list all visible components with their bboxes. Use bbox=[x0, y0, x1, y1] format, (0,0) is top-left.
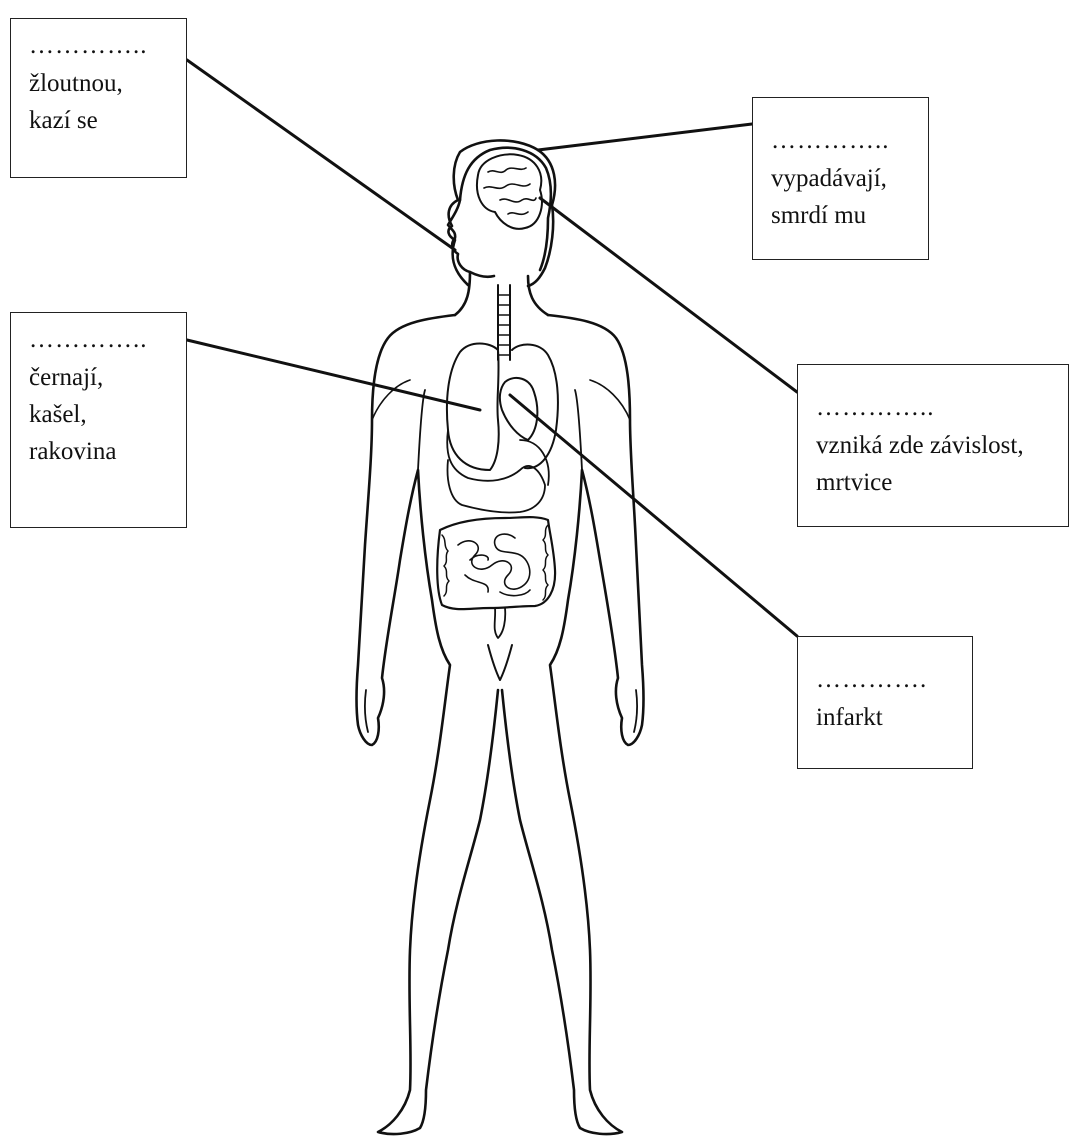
answer-blank: ………….. bbox=[29, 329, 186, 351]
body-outline-left bbox=[357, 315, 499, 1134]
label-text-line: mrtvice bbox=[816, 464, 1068, 501]
label-box-teeth: ………….. žloutnou, kazí se bbox=[10, 18, 187, 178]
small-intestine bbox=[458, 534, 530, 596]
label-text-line: žloutnou, bbox=[29, 65, 186, 102]
label-text-line: černají, bbox=[29, 359, 186, 396]
answer-blank: ………….. bbox=[771, 130, 928, 152]
label-box-brain: ………….. vzniká zde závislost, mrtvice bbox=[797, 364, 1069, 527]
answer-blank: ………….. bbox=[816, 397, 1068, 419]
label-box-hair: ………….. vypadávají, smrdí mu bbox=[752, 97, 929, 260]
pointer-line-teeth bbox=[187, 60, 455, 250]
pointer-line-heart bbox=[510, 395, 797, 636]
answer-blank: …………. bbox=[816, 669, 972, 691]
pointer-line-hair bbox=[538, 124, 752, 150]
brain-shape bbox=[477, 154, 542, 229]
answer-blank: ………….. bbox=[29, 35, 186, 57]
trachea bbox=[498, 285, 510, 360]
label-text-line: vypadávají, bbox=[771, 160, 928, 197]
label-text-line: kazí se bbox=[29, 102, 186, 139]
label-text-line: smrdí mu bbox=[771, 197, 928, 234]
label-text-line: vzniká zde závislost, bbox=[816, 427, 1068, 464]
pointer-line-lungs bbox=[187, 340, 480, 410]
label-text-line: infarkt bbox=[816, 699, 972, 736]
label-text-line: kašel, bbox=[29, 396, 186, 433]
right-lung bbox=[512, 345, 558, 469]
label-box-heart: …………. infarkt bbox=[797, 636, 973, 769]
label-box-lungs: ………….. černají, kašel, rakovina bbox=[10, 312, 187, 528]
stomach bbox=[520, 440, 549, 485]
heart bbox=[500, 378, 538, 440]
neck-outline bbox=[455, 272, 548, 315]
label-text-line: rakovina bbox=[29, 433, 186, 470]
